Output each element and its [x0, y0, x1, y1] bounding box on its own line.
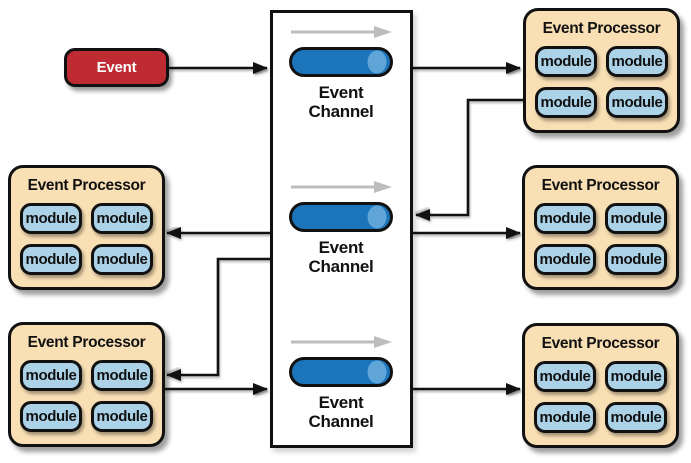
module-pill: module	[20, 360, 82, 391]
module-pill: module	[535, 46, 597, 77]
event-processor-bottom-right: Event Processor module module module mod…	[522, 323, 679, 448]
module-grid: module module module module	[11, 203, 162, 275]
flow-direction-arrow-icon	[291, 181, 392, 193]
module-pill: module	[91, 401, 153, 432]
event-processor-middle-left: Event Processor module module module mod…	[8, 165, 165, 290]
module-pill: module	[20, 401, 82, 432]
module-pill: module	[605, 203, 667, 234]
event-channel-label: Event Channel	[289, 393, 393, 431]
module-pill: module	[20, 244, 82, 275]
channel-label-line2: Channel	[308, 257, 374, 276]
channel-label-line1: Event	[318, 83, 364, 102]
module-pill: module	[605, 402, 667, 433]
module-pill: module	[534, 203, 596, 234]
flow-direction-arrow-icon	[291, 26, 392, 38]
event-processor-top-right: Event Processor module module module mod…	[523, 8, 680, 133]
processor-title: Event Processor	[27, 334, 146, 351]
arrow-channel2-to-processor-bottom-left	[166, 257, 270, 381]
module-grid: module module module module	[11, 360, 162, 432]
event-processor-middle-right: Event Processor module module module mod…	[522, 165, 679, 290]
event-channel-label: Event Channel	[289, 238, 393, 276]
event-channel-label: Event Channel	[289, 83, 393, 121]
channel-label-line1: Event	[318, 393, 364, 412]
processor-title: Event Processor	[541, 335, 660, 352]
module-pill: module	[534, 402, 596, 433]
module-pill: module	[606, 87, 668, 118]
module-pill: module	[20, 203, 82, 234]
module-pill: module	[534, 244, 596, 275]
module-pill: module	[535, 87, 597, 118]
module-pill: module	[534, 361, 596, 392]
event-channel-1: Event Channel	[289, 25, 393, 121]
event-channel-2: Event Channel	[289, 180, 393, 276]
channel-label-line2: Channel	[308, 412, 374, 431]
module-pill: module	[91, 203, 153, 234]
event-channel-3: Event Channel	[289, 335, 393, 431]
module-pill: module	[605, 361, 667, 392]
channel-queue-cylinder-icon	[289, 47, 393, 77]
module-pill: module	[605, 244, 667, 275]
channel-label-line1: Event	[318, 238, 364, 257]
module-pill: module	[91, 360, 153, 391]
module-grid: module module module module	[525, 361, 676, 433]
flow-direction-arrow-icon	[291, 336, 392, 348]
processor-title: Event Processor	[542, 20, 661, 37]
module-grid: module module module module	[526, 46, 677, 118]
event-channel-box: Event Channel Event Channel	[270, 10, 413, 448]
processor-title: Event Processor	[27, 177, 146, 194]
module-grid: module module module module	[525, 203, 676, 275]
processor-title: Event Processor	[541, 177, 660, 194]
module-pill: module	[91, 244, 153, 275]
event-processor-bottom-left: Event Processor module module module mod…	[8, 322, 165, 447]
event-source-pill: Event	[64, 48, 169, 87]
event-source-label: Event	[96, 59, 137, 76]
channel-queue-cylinder-icon	[289, 202, 393, 232]
channel-queue-cylinder-icon	[289, 357, 393, 387]
channel-label-line2: Channel	[308, 102, 374, 121]
arrow-processor-top-right-to-channel2	[415, 98, 523, 221]
module-pill: module	[606, 46, 668, 77]
